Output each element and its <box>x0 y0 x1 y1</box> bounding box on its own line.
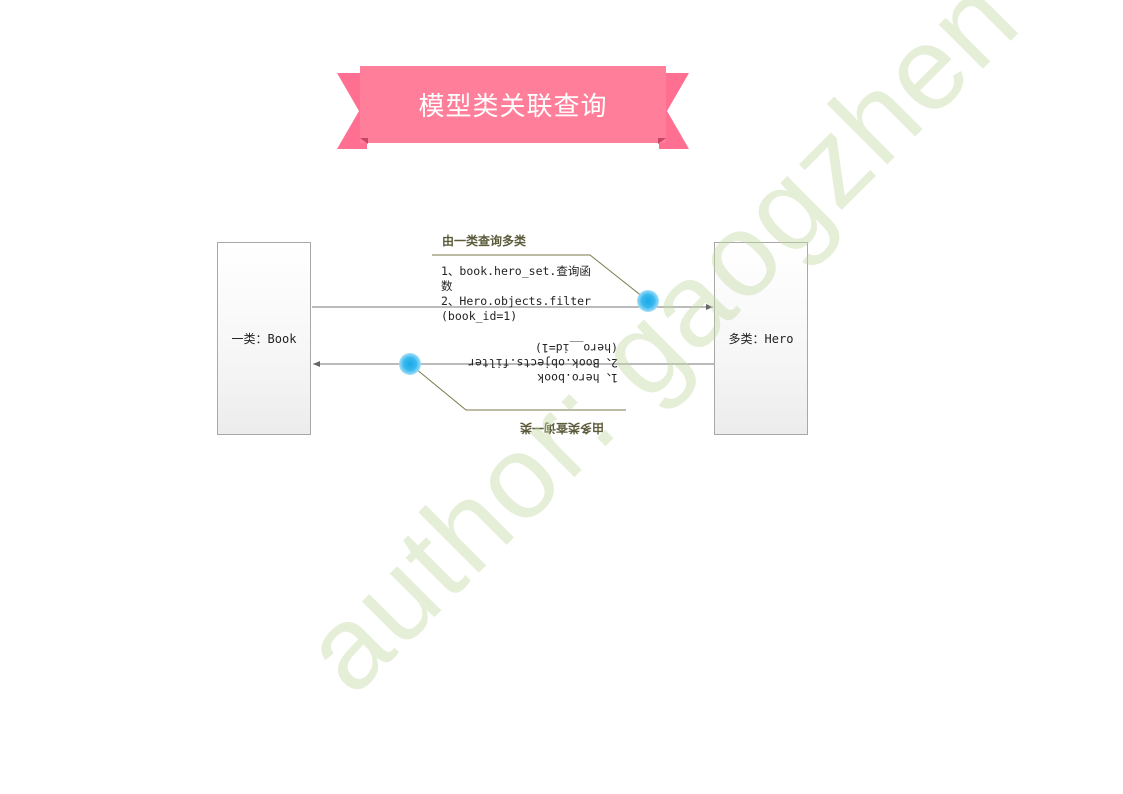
one-to-many-method-2: 2、Hero.objects.filter(book_id=1) <box>441 294 591 323</box>
many-to-one-callout-line <box>409 363 626 411</box>
one-class-box: 一类：Book <box>217 242 311 435</box>
one-to-many-title: 由一类查询多类 <box>442 234 527 248</box>
diagram-title: 模型类关联查询 <box>418 92 608 122</box>
one-to-many-method-1: 1、book.hero_set.查询函数 <box>441 264 591 293</box>
many-to-one-methods: 1、hero.book 2、Book.objects.filter(hero__… <box>466 340 618 385</box>
many-to-one-title: 由多类查询一类 <box>520 421 605 435</box>
many-to-one-method-1: 1、hero.book <box>537 371 618 385</box>
many-class-box: 多类：Hero <box>714 242 808 435</box>
one-class-label: 一类：Book <box>231 332 297 346</box>
title-banner: 模型类关联查询 <box>360 66 666 143</box>
one-to-many-callout-line <box>432 254 649 302</box>
one-to-many-connector-dot <box>637 290 659 312</box>
many-to-one-method-2: 2、Book.objects.filter(hero__id=1) <box>468 341 618 370</box>
banner-right-fold <box>658 138 666 144</box>
banner-left-fold <box>360 138 368 144</box>
one-to-many-methods: 1、book.hero_set.查询函数 2、Hero.objects.filt… <box>441 264 593 324</box>
many-to-one-connector-dot <box>399 353 421 375</box>
many-class-label: 多类：Hero <box>728 332 794 346</box>
